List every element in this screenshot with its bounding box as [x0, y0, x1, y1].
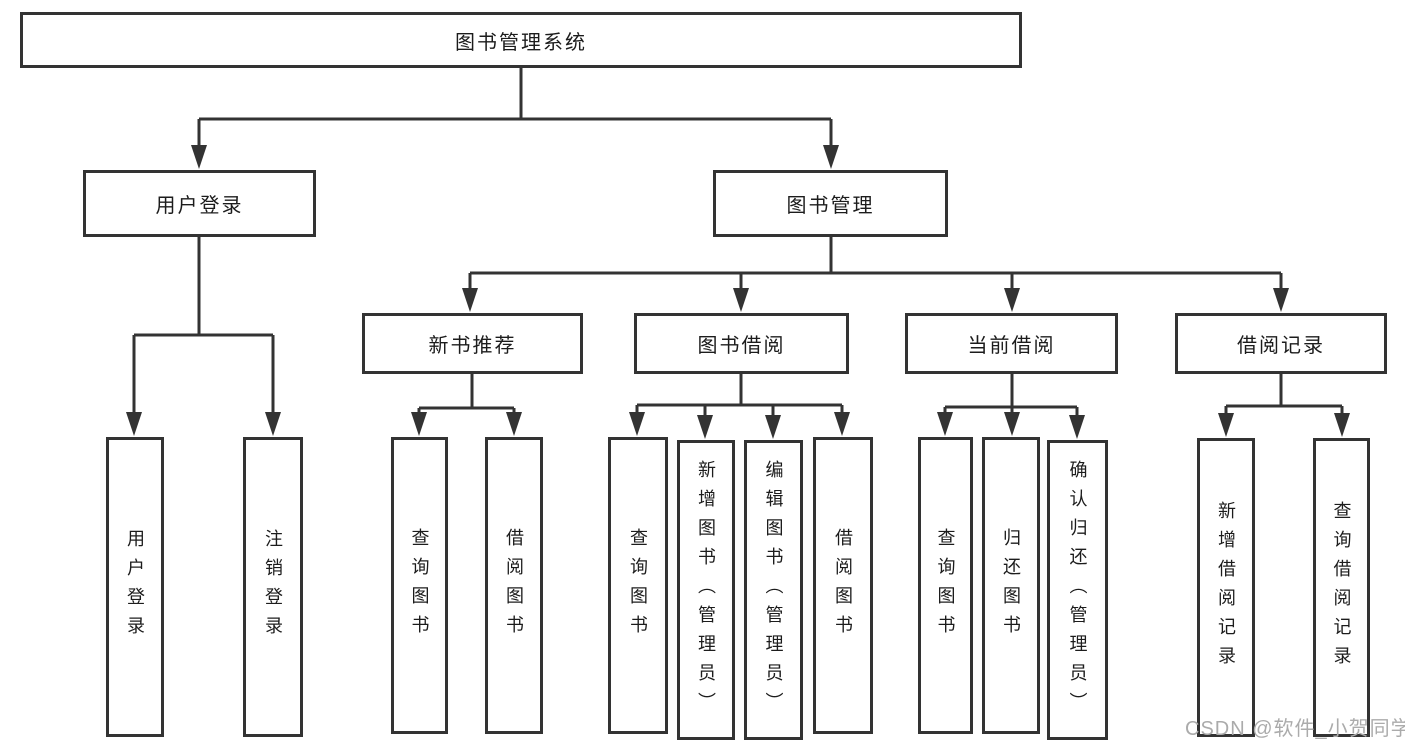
node-book-management-label: 图书管理: [786, 195, 875, 217]
node-library-system: 图书管理系统: [20, 12, 1022, 68]
node-book-management: 图书管理: [713, 170, 948, 237]
node-logout-label: 注销登录: [263, 529, 283, 645]
node-nbr-borrow-books: 借阅图书: [485, 437, 543, 734]
node-nbr-query-books-label: 查询图书: [409, 527, 430, 644]
node-br-query-record-label: 查询借阅记录: [1331, 500, 1352, 675]
node-current-borrowing: 当前借阅: [905, 313, 1118, 374]
csdn-watermark: CSDN @软件_小贺同学: [1185, 718, 1405, 740]
node-br-add-record: 新增借阅记录: [1197, 438, 1255, 737]
node-bb-borrow-books-label: 借阅图书: [833, 527, 853, 644]
node-library-system-label: 图书管理系统: [455, 31, 587, 54]
node-nbr-query-books: 查询图书: [391, 437, 448, 734]
node-logout: 注销登录: [243, 437, 303, 737]
node-br-query-record: 查询借阅记录: [1313, 438, 1370, 737]
node-br-add-record-label: 新增借阅记录: [1216, 500, 1236, 675]
node-cb-confirm-return-admin-label: 确认归还（管理员）: [1067, 459, 1088, 721]
node-cb-query-books: 查询图书: [918, 437, 973, 734]
node-cb-confirm-return-admin: 确认归还（管理员）: [1047, 440, 1108, 740]
node-bb-edit-books-admin-label: 编辑图书（管理员）: [763, 459, 784, 721]
tree-edges: [132, 68, 1344, 416]
node-bb-add-books-admin: 新增图书（管理员）: [677, 440, 735, 740]
node-nbr-borrow-books-label: 借阅图书: [504, 527, 524, 644]
node-user-login-group: 用户登录: [83, 170, 316, 237]
node-cb-return-books-label: 归还图书: [1001, 527, 1021, 644]
arrowheads: [126, 145, 1350, 439]
node-cb-query-books-label: 查询图书: [935, 527, 956, 644]
node-bb-query-books: 查询图书: [608, 437, 668, 734]
node-new-book-recommendation: 新书推荐: [362, 313, 583, 374]
node-user-login-label: 用户登录: [125, 529, 145, 645]
node-user-login: 用户登录: [106, 437, 164, 737]
node-bb-edit-books-admin: 编辑图书（管理员）: [744, 440, 803, 740]
node-borrowing-records: 借阅记录: [1175, 313, 1387, 374]
node-book-borrowing-label: 图书借阅: [697, 335, 786, 357]
node-bb-query-books-label: 查询图书: [628, 527, 648, 644]
node-bb-borrow-books: 借阅图书: [813, 437, 873, 734]
node-user-login-group-label: 用户登录: [155, 195, 244, 217]
node-cb-return-books: 归还图书: [982, 437, 1040, 734]
node-book-borrowing: 图书借阅: [634, 313, 849, 374]
node-new-book-recommendation-label: 新书推荐: [428, 335, 517, 357]
node-bb-add-books-admin-label: 新增图书（管理员）: [696, 459, 716, 721]
node-current-borrowing-label: 当前借阅: [967, 335, 1056, 357]
node-borrowing-records-label: 借阅记录: [1237, 335, 1325, 357]
